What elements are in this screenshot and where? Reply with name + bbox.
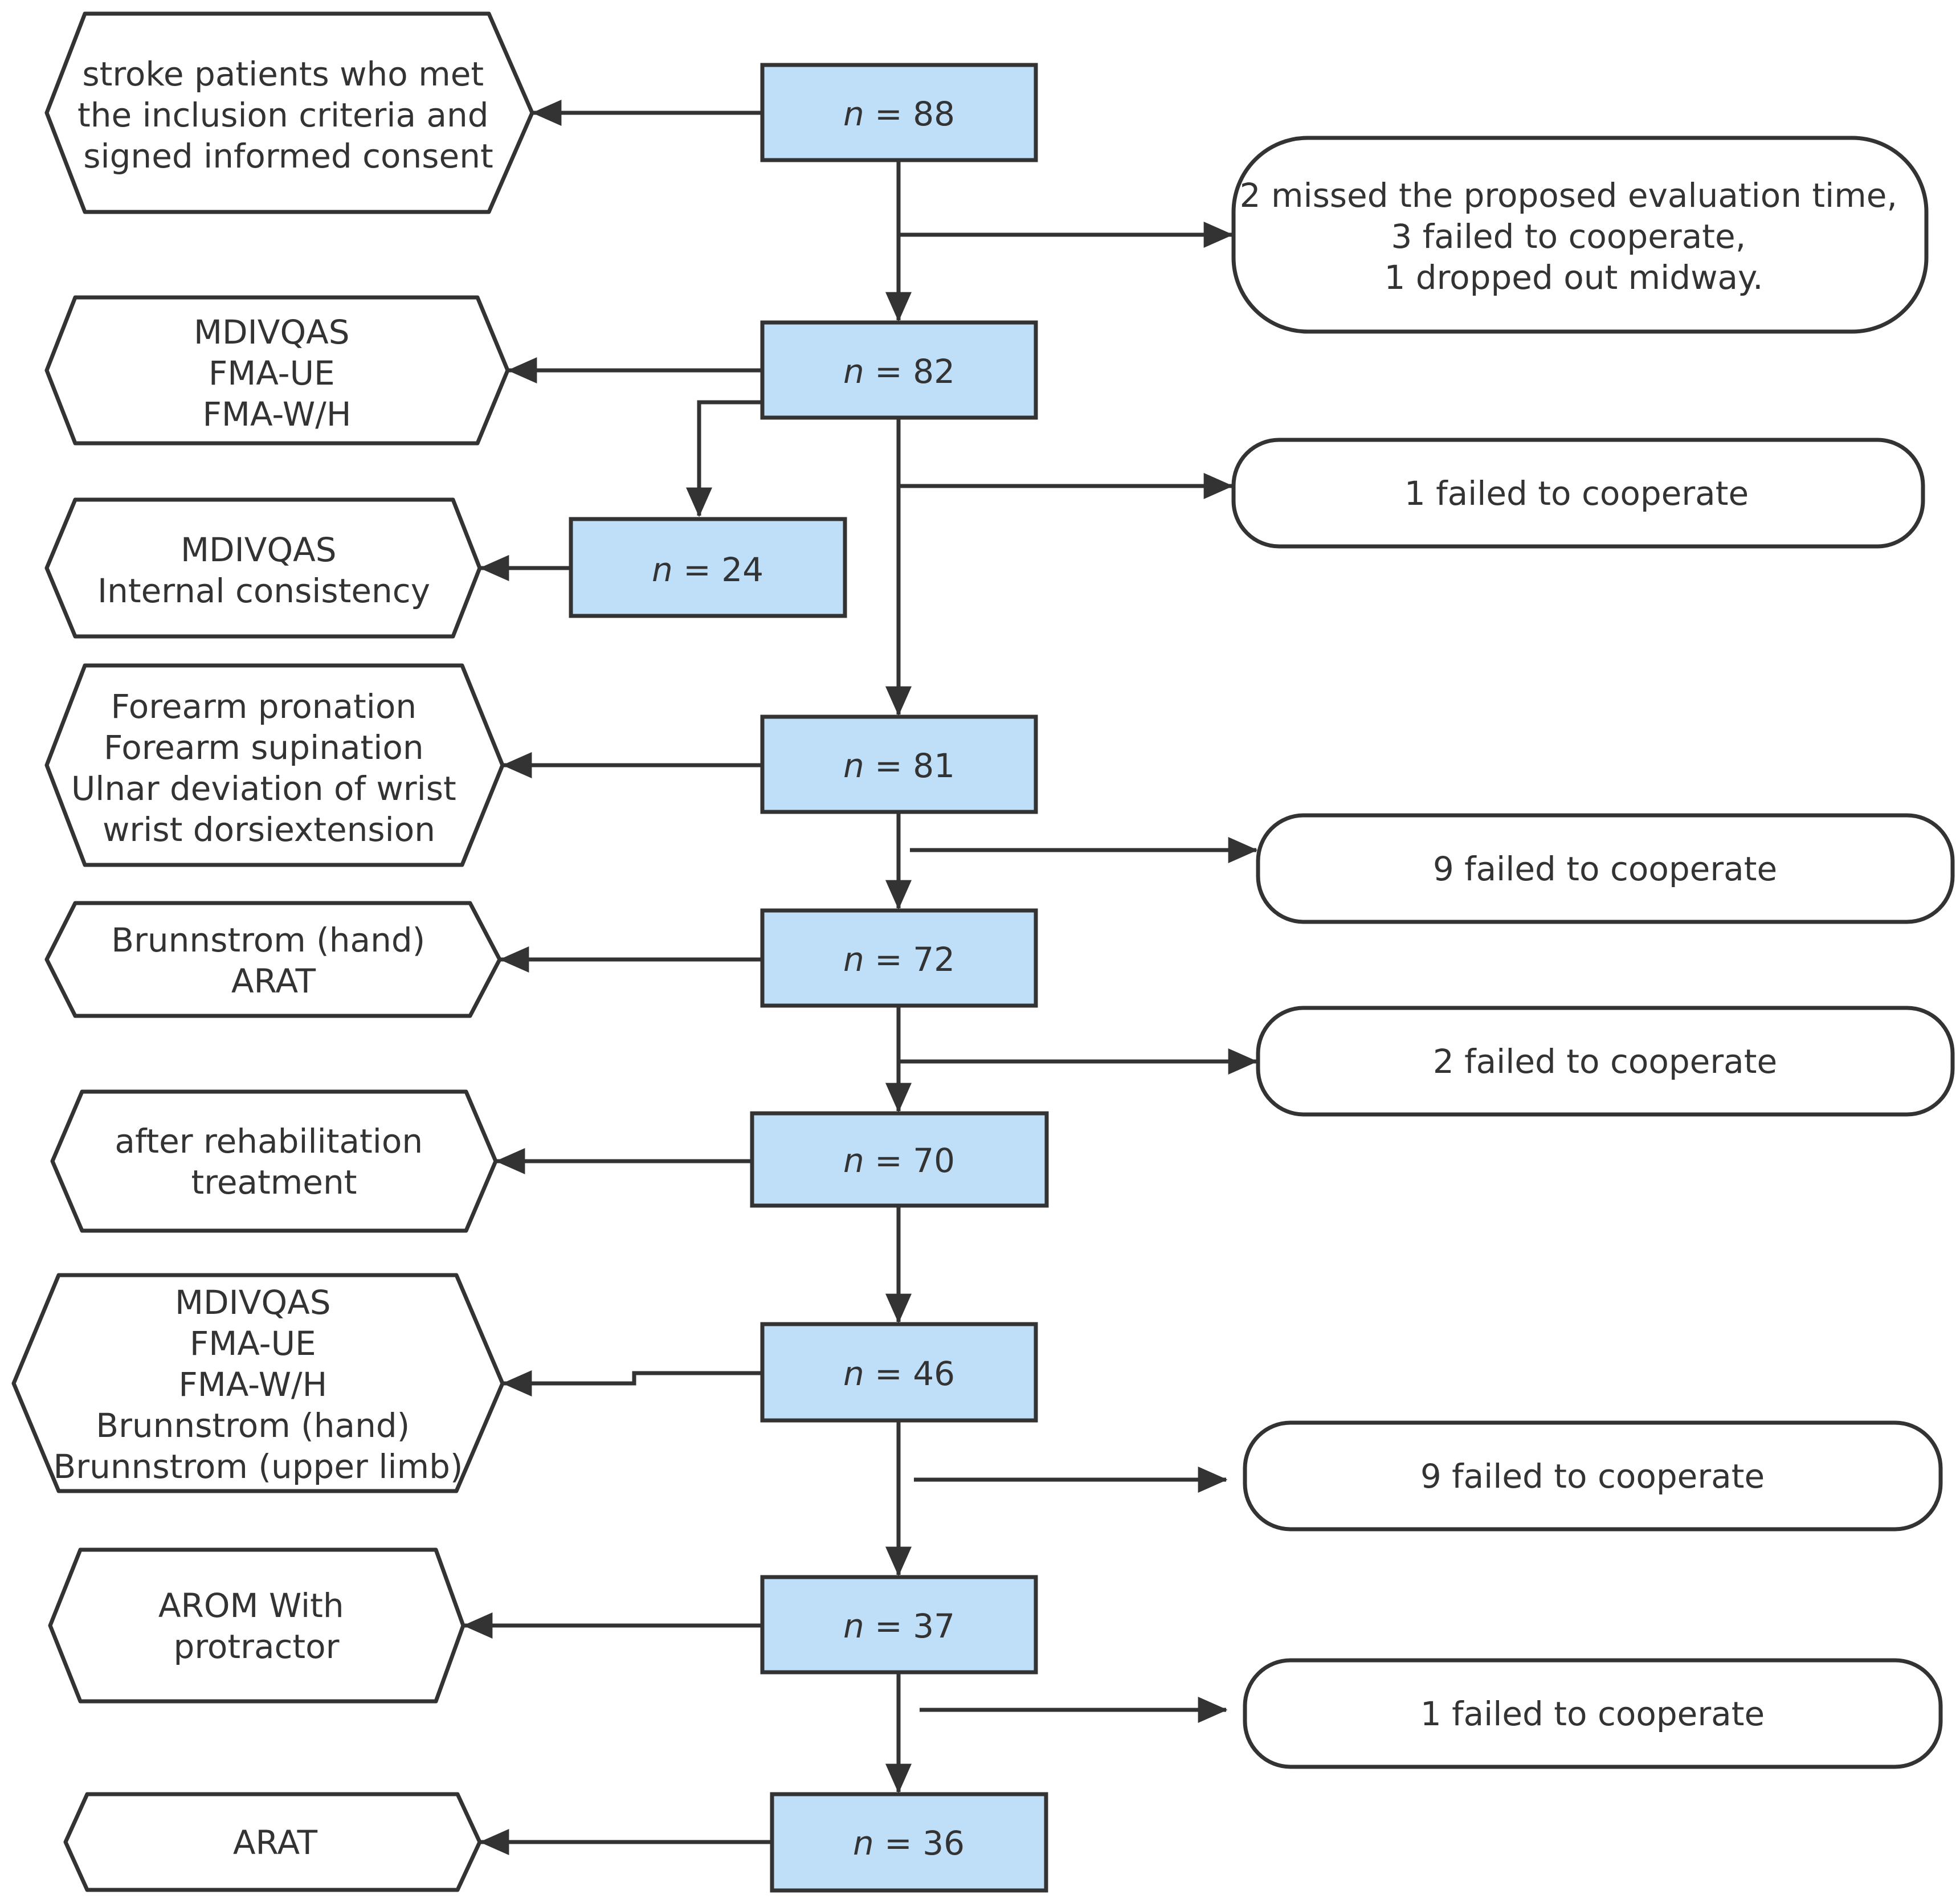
assessment-text: Brunnstrom (hand) ARAT — [111, 921, 435, 1000]
exclusion-text: 9 failed to cooperate — [1420, 1457, 1765, 1496]
assessment-node-7: MDIVQAS FMA-UE FMA-W/H Brunnstrom (hand)… — [11, 1273, 505, 1493]
count-label: n = 81 — [843, 746, 955, 785]
assessment-text: MDIVQAS FMA-UE FMA-W/H — [194, 313, 360, 434]
count-label: n = 72 — [843, 940, 955, 979]
count-label: n = 82 — [843, 352, 955, 391]
assessment-node-1: stroke patients who met the inclusion cr… — [44, 11, 534, 214]
assessment-node-5: Brunnstrom (hand) ARAT — [44, 901, 502, 1018]
assessment-node-2: MDIVQAS FMA-UE FMA-W/H — [44, 295, 510, 446]
assessment-text: ARAT — [233, 1823, 318, 1862]
count-box-72: n = 72 — [760, 908, 1038, 1008]
count-label: n = 88 — [843, 95, 955, 133]
assessment-shapes: stroke patients who met the inclusion cr… — [11, 11, 534, 1892]
assessment-node-6: after rehabilitation treatment — [50, 1089, 498, 1233]
count-boxes: n = 88 n = 82 n = 24 n = 81 n = 72 n = 7… — [569, 63, 1049, 1893]
count-label: n = 70 — [843, 1141, 955, 1180]
exclusion-text: 1 failed to cooperate — [1420, 1694, 1765, 1733]
count-label: n = 36 — [853, 1824, 965, 1863]
count-box-24: n = 24 — [569, 517, 847, 618]
exclusion-text: 9 failed to cooperate — [1433, 850, 1777, 888]
flow-arrow-82-to-24 — [686, 400, 762, 517]
assessment-text: AROM With protractor — [158, 1586, 354, 1666]
assessment-node-3: MDIVQAS Internal consistency — [44, 497, 482, 639]
exclusion-text: 2 missed the proposed evaluation time, 3… — [1240, 176, 1908, 297]
assessment-node-9: ARAT — [63, 1792, 482, 1892]
assessment-text: stroke patients who met the inclusion cr… — [77, 55, 499, 175]
exclusion-shapes: 2 missed the proposed evaluation time, 3… — [1231, 136, 1955, 1769]
count-box-81: n = 81 — [760, 714, 1038, 814]
assessment-text: MDIVQAS FMA-UE FMA-W/H Brunnstrom (hand)… — [53, 1283, 463, 1486]
exclusion-node-3: 9 failed to cooperate — [1256, 813, 1955, 924]
assessment-arrow-7 — [502, 1370, 762, 1396]
assessment-node-8: AROM With protractor — [48, 1547, 466, 1704]
count-box-88: n = 88 — [760, 63, 1038, 162]
count-box-46: n = 46 — [760, 1322, 1038, 1423]
exclusion-node-1: 2 missed the proposed evaluation time, 3… — [1231, 136, 1929, 334]
exclusion-node-4: 2 failed to cooperate — [1256, 1006, 1955, 1117]
exclusion-text: 1 failed to cooperate — [1404, 474, 1749, 513]
count-box-82: n = 82 — [760, 320, 1038, 420]
assessment-text: MDIVQAS Internal consistency — [97, 530, 430, 610]
count-label: n = 46 — [843, 1354, 955, 1393]
count-box-70: n = 70 — [750, 1111, 1049, 1208]
exclusion-text: 2 failed to cooperate — [1433, 1042, 1777, 1081]
assessment-text: Forearm pronation Forearm supination Uln… — [71, 687, 467, 849]
exclusion-node-5: 9 failed to cooperate — [1243, 1420, 1943, 1532]
count-label: n = 24 — [652, 550, 763, 589]
count-box-37: n = 37 — [760, 1575, 1038, 1675]
exclusion-node-2: 1 failed to cooperate — [1231, 438, 1925, 549]
assessment-text: after rehabilitation treatment — [115, 1122, 433, 1202]
assessment-node-4: Forearm pronation Forearm supination Uln… — [44, 663, 505, 867]
exclusion-node-6: 1 failed to cooperate — [1243, 1658, 1943, 1769]
connectors — [463, 100, 1258, 1855]
count-label: n = 37 — [843, 1607, 955, 1645]
count-box-36: n = 36 — [770, 1792, 1048, 1893]
